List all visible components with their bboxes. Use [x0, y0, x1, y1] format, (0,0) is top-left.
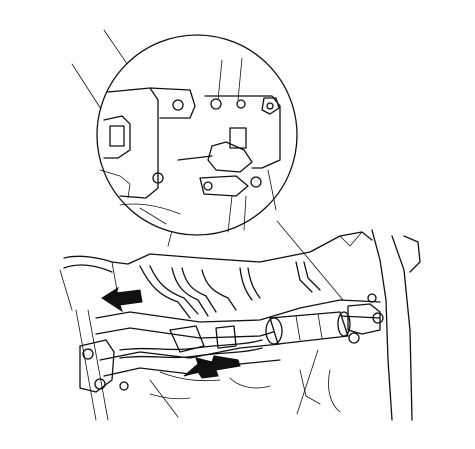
main-assembly [59, 229, 421, 421]
detail-inset [96, 34, 298, 236]
arrow-forward-icon [101, 286, 143, 313]
arrow-rearward-icon [183, 355, 241, 379]
